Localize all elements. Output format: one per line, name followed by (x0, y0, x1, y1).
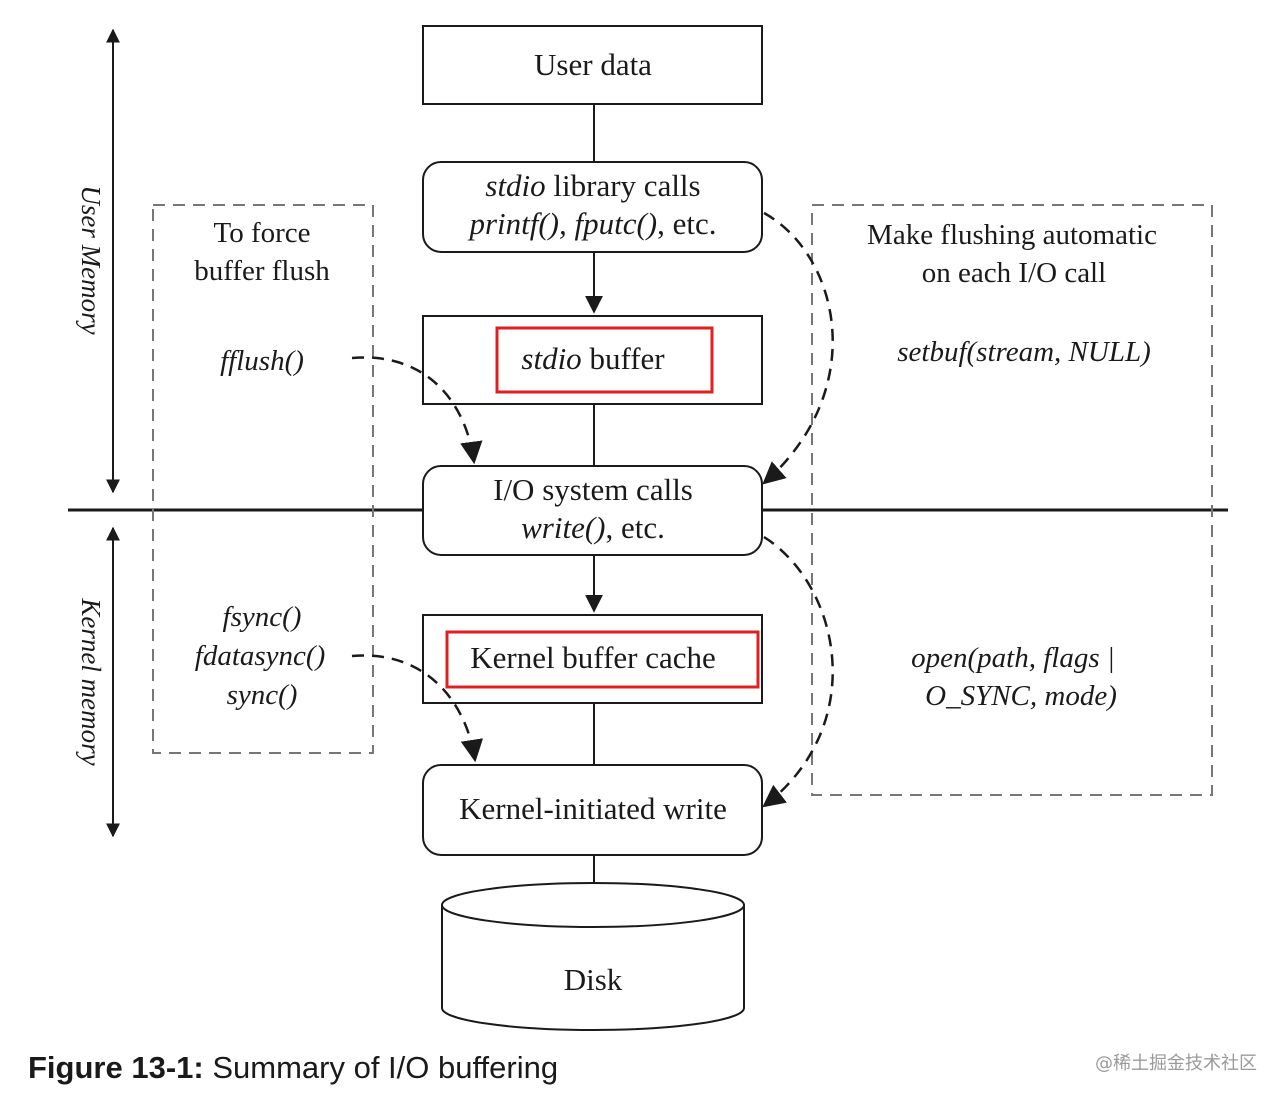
stdio-buffer-highlight (495, 326, 714, 394)
figure-caption-text: Summary of I/O buffering (203, 1050, 559, 1085)
kernel-buffer-cache-box: Kernel buffer cache (422, 614, 763, 704)
user-memory-label: User Memory (76, 185, 106, 334)
fflush-dashed-arrow (351, 356, 483, 465)
kernel-initiated-write-box: Kernel-initiated write (422, 764, 763, 856)
svg-text:Kernel buffer cache: Kernel buffer cache (470, 640, 716, 675)
each-io-call-label: on each I/O call (922, 257, 1106, 289)
watermark: @稀土掘金技术社区 (1095, 1053, 1257, 1074)
setbuf-dashed-arrow (762, 211, 834, 485)
osync-dashed-arrow (762, 535, 834, 808)
figure-number: Figure 13-1: (28, 1050, 204, 1085)
user-data-box: User data (422, 25, 763, 105)
sync-label: sync() (227, 679, 298, 711)
io-system-calls-box: I/O system calls write(), etc. (422, 465, 763, 556)
fdatasync-label: fdatasync() (195, 640, 325, 672)
stdio-library-calls-box: stdio library calls printf(), fputc(), e… (422, 161, 763, 253)
kernel-cache-highlight (445, 630, 760, 689)
left-dashed-panel (152, 204, 374, 754)
svg-text:I/O system calls: I/O system calls (493, 472, 693, 507)
svg-text:write(), etc.: write(), etc. (521, 510, 665, 545)
setbuf-label: setbuf(stream, NULL) (897, 336, 1151, 368)
fflush-label: fflush() (220, 345, 304, 377)
fsync-label: fsync() (223, 601, 302, 633)
open-line2-label: O_SYNC, mode) (925, 680, 1117, 712)
svg-text:printf(), fputc(), etc.: printf(), fputc(), etc. (467, 206, 716, 241)
svg-text:User data: User data (534, 47, 652, 82)
svg-text:Kernel-initiated write: Kernel-initiated write (459, 791, 727, 826)
to-force-label: To force (214, 217, 311, 249)
fsync-dashed-arrow (351, 654, 484, 763)
figure-caption: Figure 13-1: Summary of I/O buffering (28, 1050, 558, 1086)
svg-text:stdio library calls: stdio library calls (485, 168, 700, 203)
svg-text:stdio buffer: stdio buffer (521, 341, 665, 376)
buffer-flush-label: buffer flush (194, 255, 330, 287)
right-dashed-panel (811, 204, 1213, 796)
stdio-buffer-box: stdio buffer (422, 315, 763, 405)
disk-cylinder: Disk (441, 882, 745, 1031)
kernel-memory-label: Kernel memory (76, 597, 106, 765)
svg-text:Disk: Disk (564, 962, 623, 997)
open-line1-label: open(path, flags | (911, 642, 1115, 674)
make-flushing-label: Make flushing automatic (867, 219, 1157, 251)
